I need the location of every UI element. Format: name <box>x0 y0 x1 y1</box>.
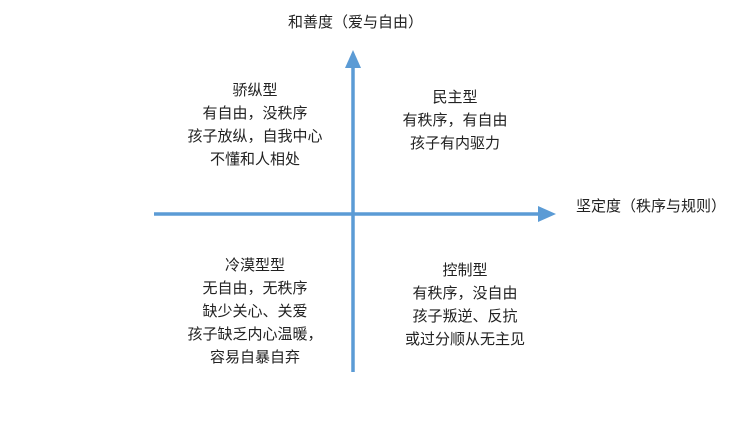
quadrant-title: 骄纵型 <box>232 81 278 99</box>
quadrant-line: 有秩序，有自由 <box>402 111 508 129</box>
horizontal-axis-arrowhead <box>538 206 556 222</box>
x-axis-label: 坚定度（秩序与规则） <box>576 197 727 215</box>
quadrant-title: 冷漠型型 <box>224 256 285 274</box>
quadrant-line: 孩子放纵，自我中心 <box>187 127 323 145</box>
quadrant-line: 孩子缺乏内心温暖， <box>187 325 323 343</box>
quadrant-title: 民主型 <box>432 88 478 106</box>
quadrant-top-left: 骄纵型 有自由，没秩序 孩子放纵，自我中心 不懂和人相处 <box>180 79 330 171</box>
quadrant-line: 缺少关心、关爱 <box>202 302 308 320</box>
quadrant-bottom-right: 控制型 有秩序，没自由 孩子叛逆、反抗 或过分顺从无主见 <box>385 259 545 351</box>
quadrant-title: 控制型 <box>442 261 488 279</box>
y-axis-label: 和善度（爱与自由） <box>288 13 424 31</box>
quadrant-line: 孩子叛逆、反抗 <box>412 307 518 325</box>
quadrant-line: 容易自暴自弃 <box>209 348 300 366</box>
quadrant-line: 有自由，没秩序 <box>202 104 308 122</box>
quadrant-line: 不懂和人相处 <box>209 150 300 168</box>
quadrant-top-right: 民主型 有秩序，有自由 孩子有内驱力 <box>380 86 530 155</box>
vertical-axis-arrowhead <box>345 50 361 68</box>
quadrant-bottom-left: 冷漠型型 无自由，无秩序 缺少关心、关爱 孩子缺乏内心温暖， 容易自暴自弃 <box>175 254 335 369</box>
quadrant-line: 无自由，无秩序 <box>202 279 308 297</box>
quadrant-line: 或过分顺从无主见 <box>404 330 525 348</box>
quadrant-line: 孩子有内驱力 <box>409 134 500 152</box>
quadrant-line: 有秩序，没自由 <box>412 284 518 302</box>
